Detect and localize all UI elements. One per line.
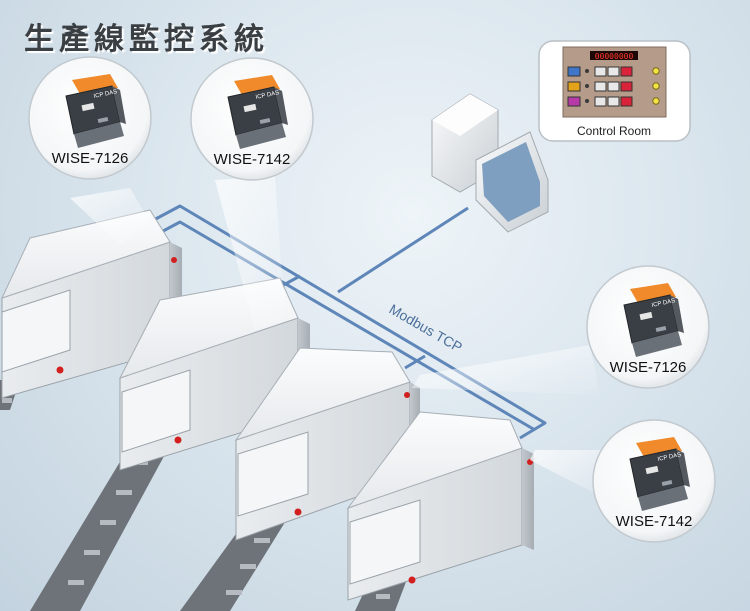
- control-room-lamp: [652, 67, 660, 75]
- io-module-icon: ICP DAS: [227, 75, 288, 149]
- control-room-lamp: [652, 97, 660, 105]
- control-room-switch: [567, 66, 581, 77]
- control-room-gauge: [620, 96, 633, 107]
- network-label: Modbus TCP: [387, 301, 466, 356]
- control-room-display: 00000000: [595, 52, 634, 61]
- module-label: WISE-7126: [52, 150, 129, 167]
- module-logo: ICP DAS: [93, 89, 118, 100]
- control-room-gauge: [607, 81, 620, 92]
- io-module-icon: ICP DAS: [65, 74, 126, 148]
- control-room-gauge: [620, 81, 633, 92]
- module-logo: ICP DAS: [255, 90, 280, 101]
- control-room-lamp: [652, 82, 660, 90]
- module-logo: ICP DAS: [651, 298, 676, 309]
- module-bubble: ICP DAS WISE-7142: [190, 57, 314, 181]
- control-room-gauge: [594, 81, 607, 92]
- control-room-gauge: [620, 66, 633, 77]
- conveyor-rail: [30, 412, 188, 611]
- control-computer: [431, 93, 549, 233]
- network-uplink: [337, 206, 469, 294]
- module-label: WISE-7142: [616, 513, 693, 530]
- projection-beams: [70, 176, 608, 500]
- machine: [1, 209, 182, 399]
- module-bubble: ICP DAS WISE-7142: [592, 419, 716, 543]
- io-module-icon: ICP DAS: [623, 283, 684, 357]
- control-room-gauge: [607, 66, 620, 77]
- control-room-gauge: [594, 96, 607, 107]
- control-room-switch: [567, 96, 581, 107]
- machine: [346, 411, 534, 601]
- module-logo: ICP DAS: [657, 452, 682, 463]
- io-module-icon: ICP DAS: [629, 437, 690, 511]
- control-room-gauge: [594, 66, 607, 77]
- control-room-label: Control Room: [577, 124, 651, 138]
- network-branch: [404, 354, 426, 370]
- page-title: 生產線監控系統: [24, 22, 269, 57]
- module-label: WISE-7142: [214, 151, 291, 168]
- module-label: WISE-7126: [610, 359, 687, 376]
- network-backbone: [149, 204, 547, 440]
- pc-screen: [482, 142, 540, 222]
- control-room-panel: 00000000 Control Room: [538, 40, 691, 142]
- control-room-gauge: [607, 96, 620, 107]
- module-bubble: ICP DAS WISE-7126: [28, 56, 152, 180]
- control-room-switch: [567, 81, 581, 92]
- module-bubble: ICP DAS WISE-7126: [586, 265, 710, 389]
